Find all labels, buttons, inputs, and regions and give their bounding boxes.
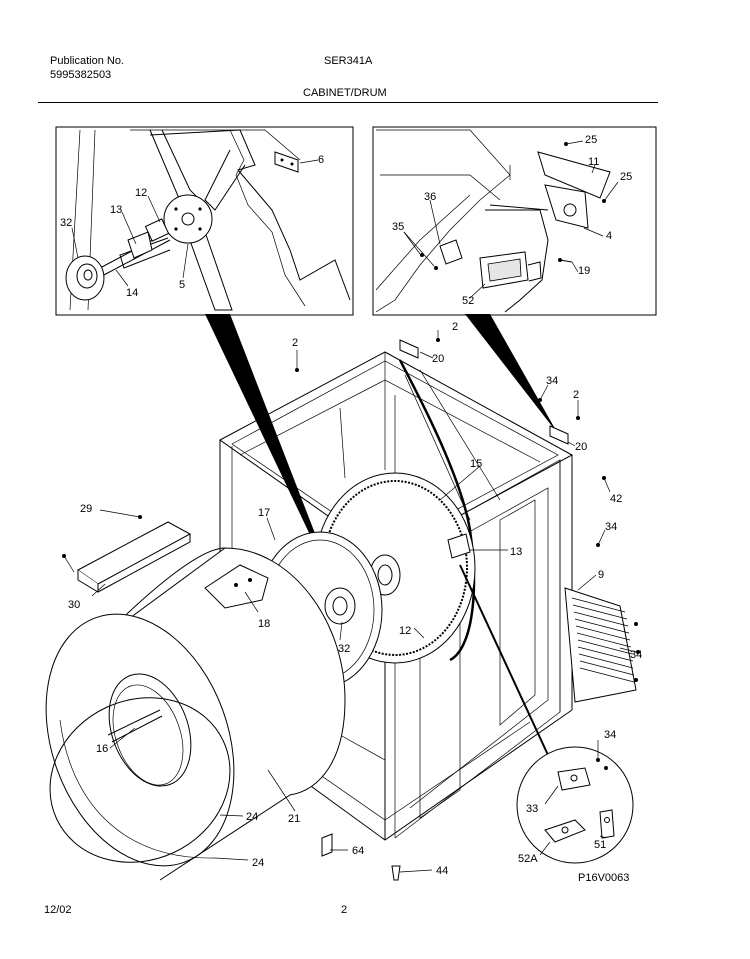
detail-pointer-left — [205, 314, 340, 598]
callout-24-a: 24 — [246, 811, 258, 823]
header-rule — [38, 102, 658, 103]
callout-6: 6 — [318, 154, 324, 166]
bracket-13 — [447, 533, 471, 559]
footer-date: 12/02 — [44, 904, 72, 916]
inset-left-drum-rear-bearing: 6 12 13 32 14 5 — [55, 126, 354, 316]
callout-12-main: 12 — [399, 625, 411, 637]
callout-32-main: 32 — [338, 643, 350, 655]
callout-29: 29 — [80, 503, 92, 515]
inset-right-switch-assembly: 25 11 25 36 35 4 19 52 — [372, 126, 657, 316]
callout-13: 13 — [110, 204, 122, 216]
callout-52A: 52A — [518, 853, 538, 865]
main-leader-lines — [63, 330, 637, 873]
callout-52: 52 — [462, 295, 474, 307]
callout-11: 11 — [588, 156, 599, 168]
callout-13-main: 13 — [510, 546, 522, 558]
screw-44 — [391, 865, 401, 881]
page-number: 2 — [341, 904, 348, 916]
callout-44: 44 — [436, 865, 448, 877]
callout-20-top: 20 — [432, 353, 444, 365]
callout-25-top: 25 — [585, 134, 597, 146]
front-seal-ring-lower — [59, 719, 216, 859]
callout-36: 36 — [424, 191, 436, 203]
drive-belt — [398, 359, 476, 662]
front-seal-ring — [49, 697, 231, 863]
publication-number: 5995382503 — [50, 69, 112, 81]
callout-34-b: 34 — [605, 521, 617, 533]
callout-33: 33 — [526, 803, 538, 815]
callout-20-right: 20 — [575, 441, 587, 453]
callout-42: 42 — [610, 493, 622, 505]
clip-20-top — [399, 339, 419, 359]
callout-17: 17 — [258, 507, 270, 519]
callout-9: 9 — [598, 569, 604, 581]
callout-64: 64 — [352, 845, 364, 857]
model-number: SER341A — [324, 55, 373, 67]
callout-21: 21 — [288, 813, 300, 825]
detail-pointer-right — [465, 314, 558, 434]
callout-34-d: 34 — [604, 729, 616, 741]
callout-15: 15 — [470, 458, 482, 470]
callout-34-a: 34 — [546, 375, 558, 387]
callout-25-right: 25 — [620, 171, 632, 183]
callout-2-b: 2 — [452, 321, 458, 333]
drum — [45, 547, 346, 881]
callout-12: 12 — [135, 187, 147, 199]
callout-51: 51 — [594, 839, 606, 851]
callout-2-c: 2 — [573, 389, 579, 401]
callout-5: 5 — [179, 279, 185, 291]
callout-2-a: 2 — [292, 337, 298, 349]
callout-24-b: 24 — [252, 857, 264, 869]
callout-18: 18 — [258, 618, 270, 630]
toe-kick-panel — [62, 515, 192, 593]
callout-14: 14 — [126, 287, 138, 299]
section-title: CABINET/DRUM — [303, 87, 387, 99]
callout-30: 30 — [68, 599, 80, 611]
callout-34-c: 34 — [630, 649, 642, 661]
publication-label: Publication No. — [50, 55, 124, 67]
clip-20-right — [549, 425, 569, 445]
diagram-code: P16V0063 — [578, 872, 630, 884]
callout-35: 35 — [392, 221, 404, 233]
callout-32: 32 — [60, 217, 72, 229]
callout-16: 16 — [96, 743, 108, 755]
detail-circle-idler — [459, 564, 634, 864]
callout-4: 4 — [606, 230, 612, 242]
rear-access-panel — [564, 587, 640, 703]
bracket-64 — [321, 833, 333, 857]
callout-19: 19 — [578, 265, 590, 277]
